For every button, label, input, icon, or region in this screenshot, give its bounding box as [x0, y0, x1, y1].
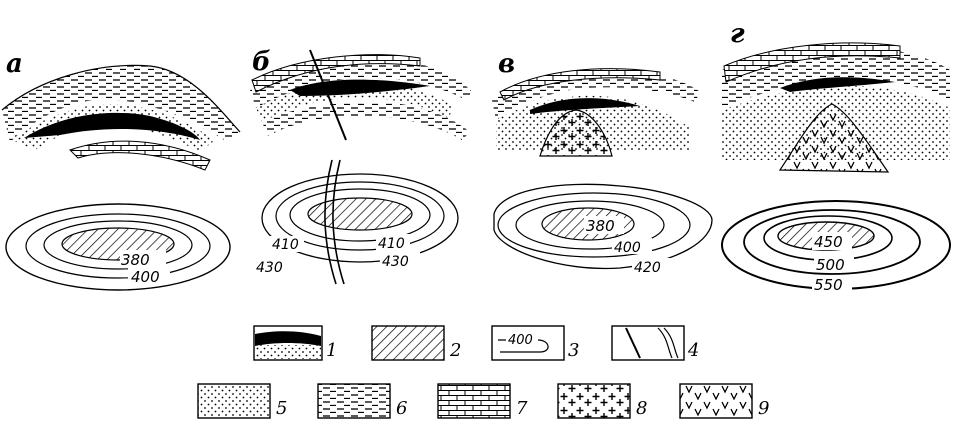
- oil-seam: [290, 79, 430, 96]
- panel-d-map: 450 500 550: [721, 200, 951, 294]
- panel-letter-a: а: [6, 49, 23, 79]
- panel-b: б 410 410 430 430: [250, 47, 472, 285]
- panel-c-section: [492, 68, 700, 157]
- fault-line: [309, 49, 347, 141]
- contour-label: 550: [814, 276, 843, 294]
- legend-item-7: 7: [437, 383, 528, 419]
- legend-item-4: 4: [611, 325, 699, 361]
- panel-a-map: 380 400: [5, 203, 231, 291]
- panel-b-map: 410 410 430 430: [254, 159, 459, 285]
- panel-letter-c: в: [498, 49, 515, 79]
- legend-item-6: 6: [317, 383, 407, 419]
- contour-label: 450: [814, 233, 843, 251]
- panel-b-section: [250, 49, 472, 141]
- intrusion: [539, 109, 613, 157]
- legend-number: 8: [636, 398, 647, 419]
- intrusion: [778, 103, 890, 173]
- legend-item-2: 2: [371, 325, 461, 361]
- legend-item-8: 8: [557, 383, 647, 419]
- contour-label: 400: [131, 268, 160, 286]
- contour-label: 500: [816, 256, 845, 274]
- panel-a: а 380 400: [1, 49, 241, 291]
- oil-seam: [780, 77, 895, 92]
- oil-seam: [530, 98, 640, 114]
- legend-number: 3: [568, 340, 579, 361]
- contour-label: 430: [382, 254, 409, 270]
- legend-number: 9: [758, 398, 769, 419]
- oil-seam: [24, 112, 200, 140]
- panel-letter-d: г: [730, 19, 745, 49]
- contour-label: 400: [614, 240, 641, 256]
- panel-c-map: 380 400 420: [493, 183, 713, 276]
- legend-number: 7: [516, 398, 528, 419]
- contour-label: 380: [586, 217, 615, 235]
- legend-item-5: 5: [197, 383, 287, 419]
- legend-number: 5: [276, 398, 287, 419]
- panel-letter-b: б: [252, 47, 271, 77]
- legend-number: 6: [396, 398, 407, 419]
- panel-a-section: [1, 64, 241, 171]
- contour-label: 410: [272, 237, 299, 253]
- legend-number: 2: [449, 340, 461, 361]
- contour-label: 430: [256, 260, 283, 276]
- legend-item-1: 1: [253, 325, 337, 361]
- legend-number: 4: [687, 340, 699, 361]
- fault-line: [324, 159, 345, 285]
- contour-label: 410: [378, 236, 405, 252]
- panel-d-section: [722, 42, 950, 173]
- panel-d: г 450 500 550: [721, 19, 951, 294]
- contour-label: 380: [121, 251, 150, 269]
- legend: 1 2 400 3 4 5 6 7: [197, 325, 769, 419]
- panel-c: в 380 400 420: [492, 49, 713, 276]
- legend-item-3: 400 3: [491, 325, 579, 361]
- legend-number: 1: [326, 340, 337, 361]
- legend-contour-sample: 400: [508, 333, 533, 348]
- legend-item-9: 9: [679, 383, 769, 419]
- contour-label: 420: [634, 260, 661, 276]
